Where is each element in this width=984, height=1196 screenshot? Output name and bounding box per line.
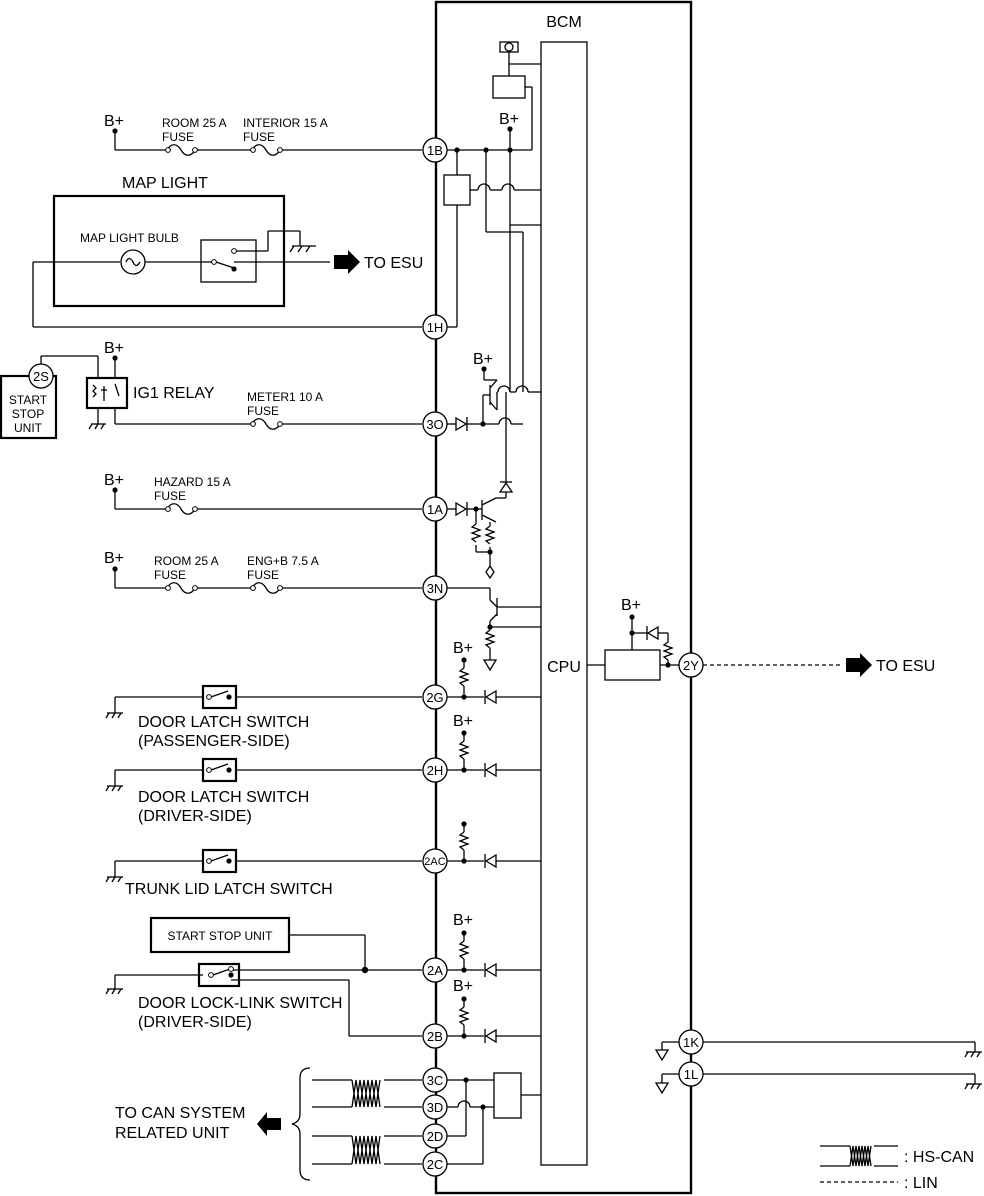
pin-3o-label: 3O: [426, 417, 443, 432]
map-light-bulb-label: MAP LIGHT BULB: [80, 231, 179, 245]
fuse-hazard15-line2: FUSE: [154, 489, 186, 503]
pin-2h-label: 2H: [427, 763, 444, 778]
pin-2c-label: 2C: [427, 1157, 444, 1172]
fuse-room25-top-line2: FUSE: [162, 130, 194, 144]
row-2a-2b: START STOP UNIT DOOR LOCK-LINK SWITCH (D…: [105, 912, 541, 1049]
bcm-title: BCM: [546, 14, 582, 31]
to-esu-label-2: TO ESU: [876, 658, 935, 675]
row-1b: B+ ROOM 25 A FUSE INTERIOR 15 A FUSE 1B …: [104, 41, 541, 392]
row-3o: START STOP UNIT 2S B+ IG1 RELAY METER1 1…: [0, 225, 541, 440]
can-target-1: TO CAN SYSTEM: [115, 1105, 245, 1122]
map-light-title: MAP LIGHT: [122, 175, 208, 192]
pin-3n-label: 3N: [427, 581, 444, 596]
fuse-meter1-line2: FUSE: [247, 404, 279, 418]
pin-2d-label: 2D: [427, 1129, 444, 1144]
cpu-label: CPU: [547, 659, 581, 676]
pin-1l-label: 1L: [684, 1067, 698, 1082]
row-2g: DOOR LATCH SWITCH (PASSENGER-SIDE) 2G B+: [105, 640, 541, 750]
door-latch-pass-2: (PASSENGER-SIDE): [138, 733, 290, 750]
pin-2s-label: 2S: [33, 369, 49, 384]
row-3n: B+ ROOM 25 A FUSE ENG+B 7.5 A FUSE 3N: [104, 550, 541, 672]
pin-2y-label: 2Y: [683, 658, 699, 673]
pin-2g-label: 2G: [426, 690, 443, 705]
bplus-label: B+: [104, 340, 124, 357]
pin-1h-label: 1H: [427, 320, 444, 335]
cpu-label-bg: [544, 654, 584, 678]
fuse-interior15-line1: INTERIOR 15 A: [243, 116, 328, 130]
bplus-label: B+: [104, 550, 124, 567]
cpu-block: [540, 41, 588, 1166]
pin-2ac-label: 2AC: [424, 856, 445, 868]
legend-lin: : LIN: [904, 1175, 938, 1192]
pin-2a-label: 2A: [427, 963, 443, 978]
row-2y: B+ 2Y TO ESU: [587, 597, 935, 681]
pin-1b-label: 1B: [427, 143, 443, 158]
fuse-room25-mid-line1: ROOM 25 A: [154, 554, 219, 568]
fuse-hazard15-line1: HAZARD 15 A: [154, 475, 231, 489]
door-latch-drv-1: DOOR LATCH SWITCH: [138, 789, 309, 806]
pin-3c-label: 3C: [427, 1073, 444, 1088]
start-stop-left-3: UNIT: [14, 421, 43, 435]
row-2h: DOOR LATCH SWITCH (DRIVER-SIDE) 2H B+: [105, 713, 541, 825]
fuse-engb75-line2: FUSE: [247, 568, 279, 582]
door-latch-drv-2: (DRIVER-SIDE): [138, 808, 252, 825]
fuse-engb75-line1: ENG+B 7.5 A: [247, 554, 319, 568]
can-target-2: RELATED UNIT: [115, 1125, 230, 1142]
bplus-label: B+: [499, 111, 519, 128]
can-group: TO CAN SYSTEM RELATED UNIT 3C 3D 2D 2C: [115, 1067, 541, 1181]
ig1-relay-label: IG1 RELAY: [133, 385, 215, 402]
door-lock-link-2: (DRIVER-SIDE): [138, 1014, 252, 1031]
pin-2b-label: 2B: [427, 1029, 443, 1044]
row-2ac: TRUNK LID LATCH SWITCH 2AC: [105, 821, 541, 898]
fuse-room25-mid-line2: FUSE: [154, 568, 186, 582]
start-stop-box-label: START STOP UNIT: [168, 929, 274, 943]
fuse-interior15-line2: FUSE: [243, 130, 275, 144]
trunk-lid-label: TRUNK LID LATCH SWITCH: [125, 881, 333, 898]
map-light-group: MAP LIGHT MAP LIGHT BULB TO ESU 1H: [32, 175, 457, 340]
bplus-label: B+: [104, 113, 124, 130]
bplus-label: B+: [473, 351, 493, 368]
legend-hs-can: : HS-CAN: [904, 1149, 974, 1166]
start-stop-left-1: START: [9, 393, 48, 407]
bplus-label: B+: [453, 912, 473, 929]
start-stop-left-2: STOP: [12, 407, 44, 421]
door-lock-link-1: DOOR LOCK-LINK SWITCH: [138, 995, 342, 1012]
pin-1k-label: 1K: [683, 1035, 699, 1050]
bplus-label: B+: [104, 472, 124, 489]
legend: : HS-CAN : LIN: [820, 1145, 974, 1192]
row-1a: B+ HAZARD 15 A FUSE 1A: [104, 392, 514, 580]
bplus-label: B+: [453, 713, 473, 730]
pin-1a-label: 1A: [427, 502, 443, 517]
pin-3d-label: 3D: [427, 1100, 444, 1115]
door-latch-pass-1: DOOR LATCH SWITCH: [138, 714, 309, 731]
fuse-room25-top-line1: ROOM 25 A: [162, 116, 227, 130]
bcm-box: [434, 0, 693, 1195]
row-1k-1l: 1K 1L: [654, 1029, 982, 1095]
fuse-meter1-line1: METER1 10 A: [247, 390, 323, 404]
bplus-label: B+: [453, 640, 473, 657]
to-esu-label-1: TO ESU: [364, 255, 423, 272]
bplus-label: B+: [621, 597, 641, 614]
bplus-label: B+: [453, 978, 473, 995]
